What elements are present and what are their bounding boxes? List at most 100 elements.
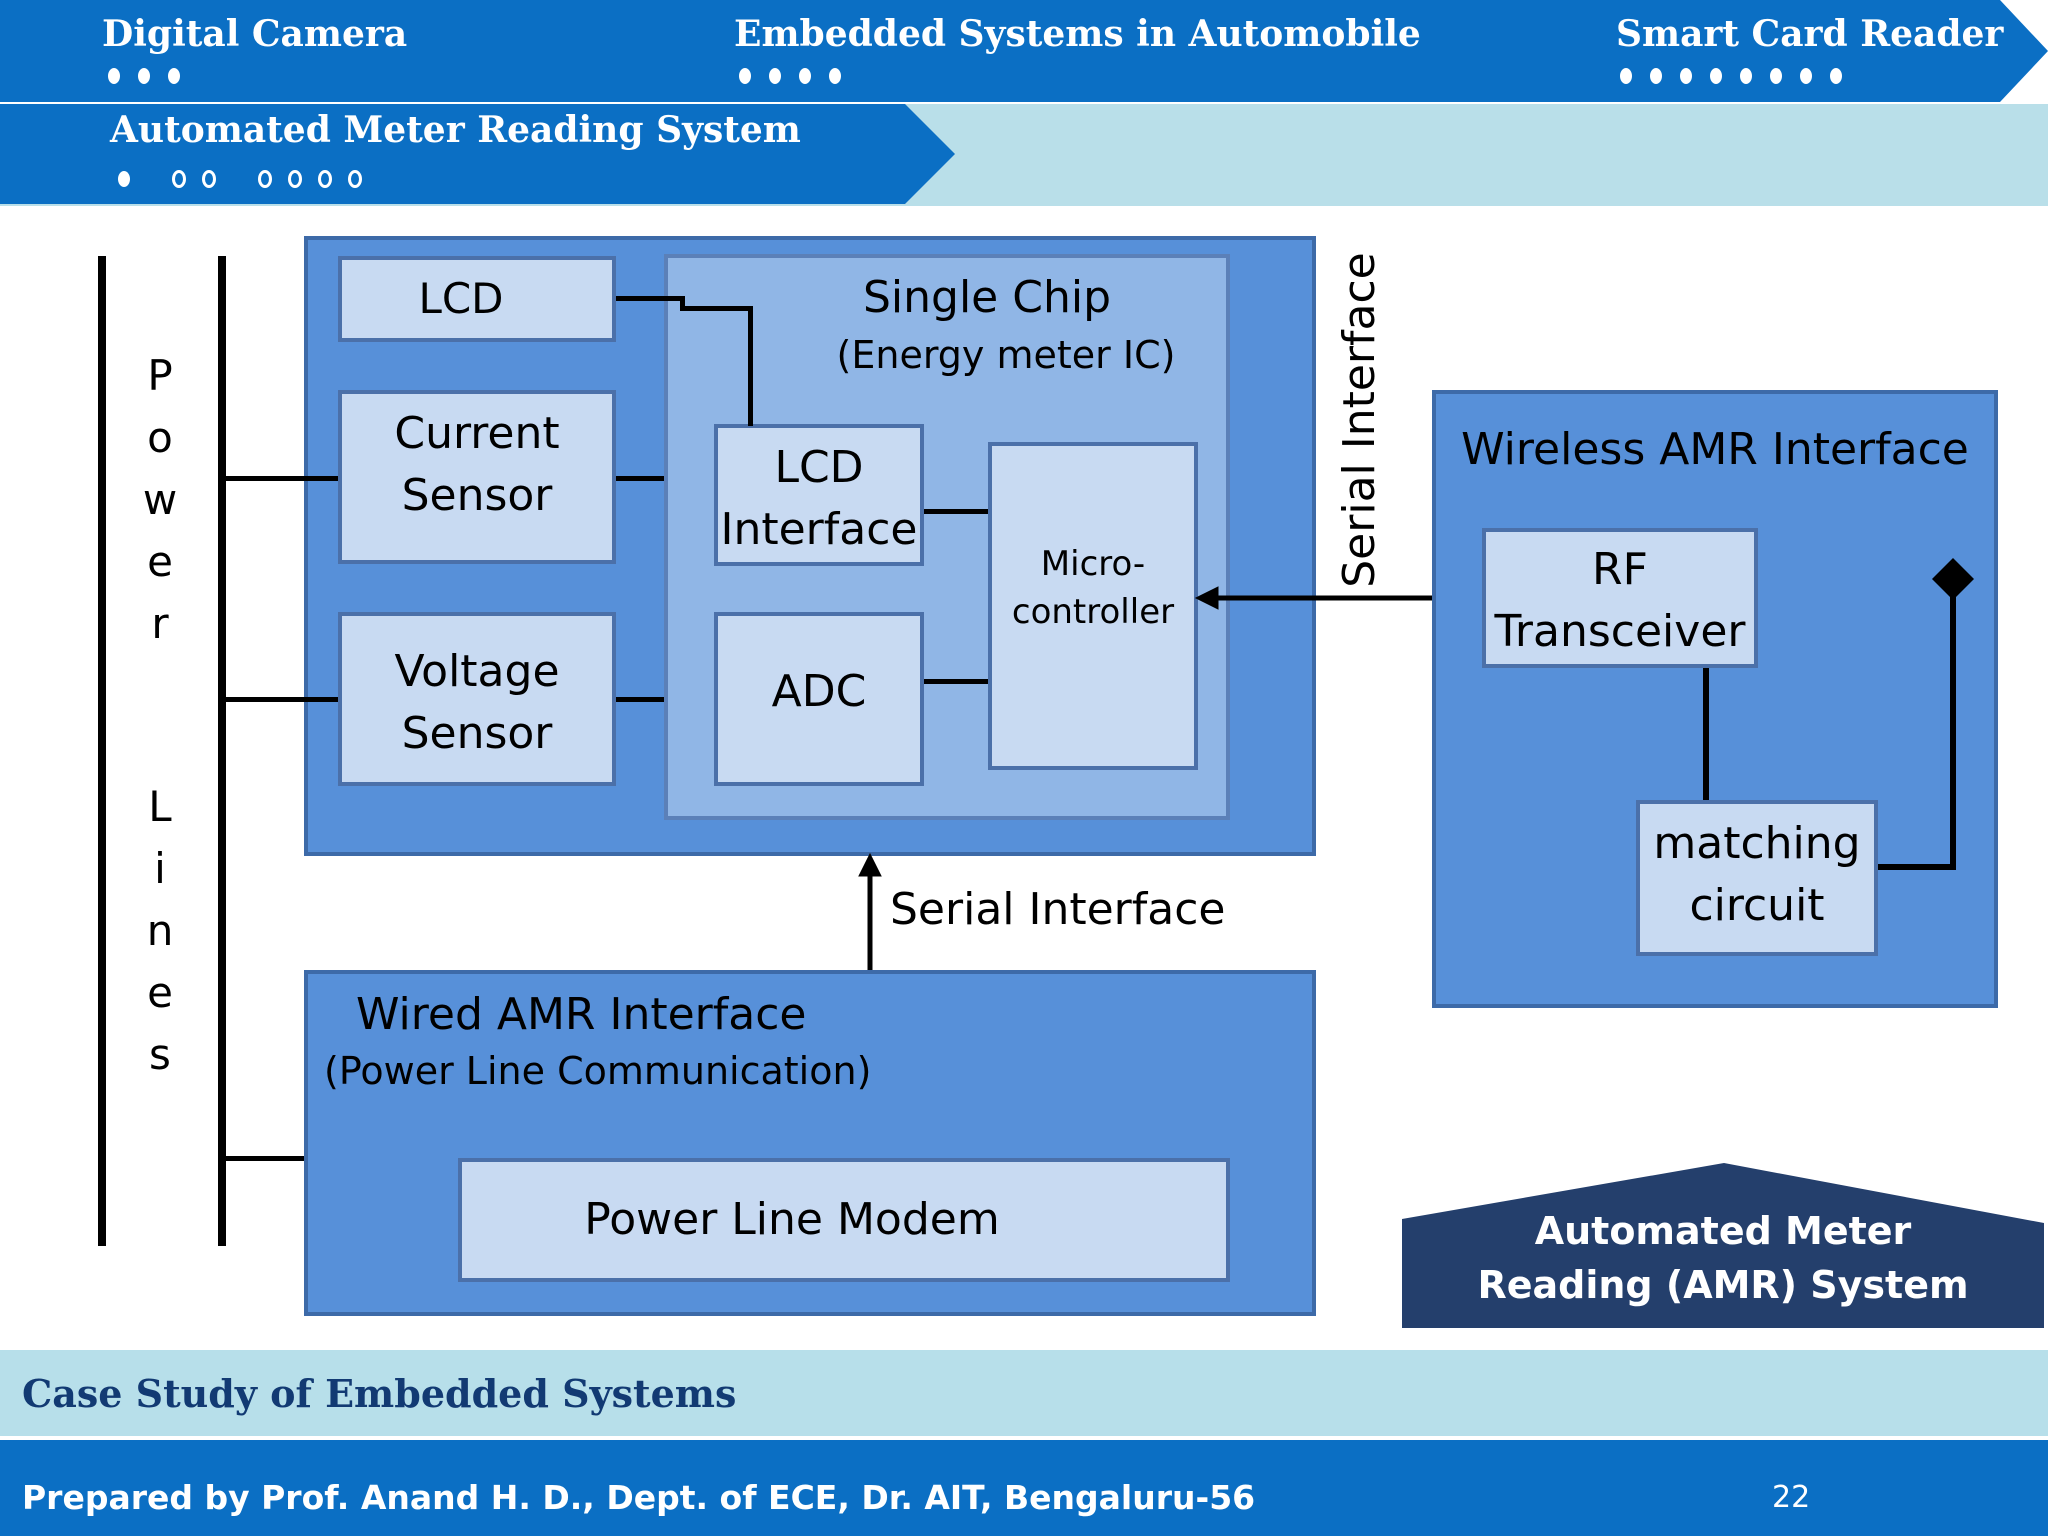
lcd-interface-label-line2: Interface	[720, 503, 918, 555]
power-letter: o	[147, 413, 173, 462]
power-letter: P	[147, 351, 173, 400]
slide-dot[interactable]	[1650, 68, 1662, 84]
slide-dot[interactable]	[799, 68, 811, 84]
connector-lcdif-mcu	[924, 509, 988, 514]
nav-dots-embedded-automobile[interactable]	[739, 68, 841, 84]
slide-dot[interactable]	[288, 170, 302, 188]
footer-credit-bar	[0, 1440, 2048, 1536]
voltage-sensor-label-line2: Sensor	[401, 707, 553, 759]
connector-voltage-chip	[616, 697, 664, 702]
wired-amr-title: Wired AMR Interface	[356, 988, 807, 1040]
microcontroller-label-line2: controller	[1011, 591, 1175, 632]
connector-adc-mcu	[924, 679, 988, 684]
slide-dot[interactable]	[1620, 68, 1632, 84]
current-sensor-label-line1: Current	[394, 407, 560, 459]
slide-dot[interactable]	[1680, 68, 1692, 84]
serial-interface-vertical-label: Serial Interface	[1333, 252, 1385, 588]
header-section-bar	[0, 104, 955, 204]
connector-powerline-current	[222, 476, 338, 481]
power-letter: e	[147, 968, 173, 1017]
slide-dot[interactable]	[168, 68, 180, 84]
voltage-sensor-block	[338, 612, 616, 786]
power-line-left	[98, 256, 106, 1246]
section-progress-dots[interactable]	[118, 170, 362, 188]
connector-lcd-a	[616, 296, 682, 301]
amr-system-badge-text: Automated Meter Reading (AMR) System	[1402, 1205, 2044, 1313]
connector-lcd-c	[680, 306, 752, 311]
slide-dot[interactable]	[1710, 68, 1722, 84]
power-line-modem-label: Power Line Modem	[584, 1193, 1000, 1245]
wired-amr-subtitle: (Power Line Communication)	[324, 1049, 872, 1094]
nav-item-embedded-automobile[interactable]: Embedded Systems in Automobile	[734, 13, 1421, 55]
matching-circuit-label-line1: matching	[1653, 817, 1861, 869]
single-chip-title: Single Chip	[862, 271, 1111, 323]
slide-dot[interactable]	[769, 68, 781, 84]
nav-item-digital-camera[interactable]: Digital Camera	[102, 13, 408, 55]
matching-circuit-block	[1636, 800, 1878, 956]
power-letter: e	[147, 537, 173, 586]
lcd-interface-block	[714, 424, 924, 566]
slide-dot[interactable]	[1770, 68, 1782, 84]
rf-transceiver-block	[1482, 528, 1758, 668]
power-letter: s	[149, 1030, 171, 1079]
slide-dot[interactable]	[318, 170, 332, 188]
slide-dot[interactable]	[138, 68, 150, 84]
connector-rf-matching	[1703, 668, 1709, 800]
amr-badge-line2: Reading (AMR) System	[1477, 1262, 1969, 1307]
matching-circuit-label-line2: circuit	[1689, 879, 1825, 931]
connector-current-chip	[616, 476, 664, 481]
section-title: Automated Meter Reading System	[110, 109, 801, 151]
footer-credit: Prepared by Prof. Anand H. D., Dept. of …	[22, 1478, 1256, 1517]
microcontroller-block	[988, 442, 1198, 770]
voltage-sensor-label-line1: Voltage	[394, 645, 560, 697]
power-letter: L	[148, 782, 172, 831]
nav-item-smart-card-reader[interactable]: Smart Card Reader	[1616, 13, 2004, 55]
antenna-icon	[1932, 558, 1974, 600]
wireless-amr-title: Wireless AMR Interface	[1461, 423, 1969, 475]
connector-lcd-b	[680, 296, 685, 308]
power-letter: n	[146, 906, 174, 955]
power-letter: i	[154, 844, 166, 893]
header-nav-bar	[0, 0, 2048, 102]
power-letter: w	[142, 475, 178, 524]
arrowhead-up	[858, 852, 882, 877]
connector-matching-antenna-v	[1950, 592, 1956, 870]
power-line-modem-block	[458, 1158, 1230, 1282]
connector-matching-antenna-h	[1878, 864, 1956, 870]
arrowhead-left	[1194, 586, 1219, 610]
connector-powerline-voltage	[222, 697, 338, 702]
power-line-right	[218, 256, 226, 1246]
slide-dot[interactable]	[1740, 68, 1752, 84]
serial-interface-horizontal-label: Serial Interface	[890, 883, 1226, 935]
slide-dot[interactable]	[172, 170, 186, 188]
nav-dots-smart-card-reader[interactable]	[1620, 68, 1842, 84]
microcontroller-label-line1: Micro-	[1040, 543, 1146, 584]
lcd-interface-label-line1: LCD	[774, 441, 864, 493]
adc-block	[714, 612, 924, 786]
slide-dot-current[interactable]	[118, 171, 130, 187]
footer-title: Case Study of Embedded Systems	[22, 1371, 737, 1416]
slide-dot[interactable]	[202, 170, 216, 188]
current-sensor-block	[338, 390, 616, 564]
single-chip-subtitle: (Energy meter IC)	[836, 333, 1176, 378]
slide-dot[interactable]	[348, 170, 362, 188]
rf-transceiver-label-line1: RF	[1592, 543, 1648, 595]
slide-dot[interactable]	[1830, 68, 1842, 84]
adc-label: ADC	[771, 665, 867, 717]
amr-badge-line1: Automated Meter	[1534, 1209, 1912, 1253]
slide-dot[interactable]	[829, 68, 841, 84]
footer-title-bar	[0, 1350, 2048, 1436]
slide-dot[interactable]	[739, 68, 751, 84]
slide-dot[interactable]	[1800, 68, 1812, 84]
connector-powerline-wired	[222, 1156, 304, 1161]
lcd-block	[338, 256, 616, 342]
lcd-label: LCD	[418, 273, 504, 323]
slide-dot[interactable]	[258, 170, 272, 188]
nav-dots-digital-camera[interactable]	[108, 68, 180, 84]
rf-transceiver-label-line2: Transceiver	[1494, 605, 1746, 657]
power-letter: r	[151, 599, 169, 648]
page-number: 22	[1772, 1480, 1811, 1515]
connector-lcd-d	[748, 306, 753, 426]
slide-dot[interactable]	[108, 68, 120, 84]
current-sensor-label-line2: Sensor	[401, 469, 553, 521]
